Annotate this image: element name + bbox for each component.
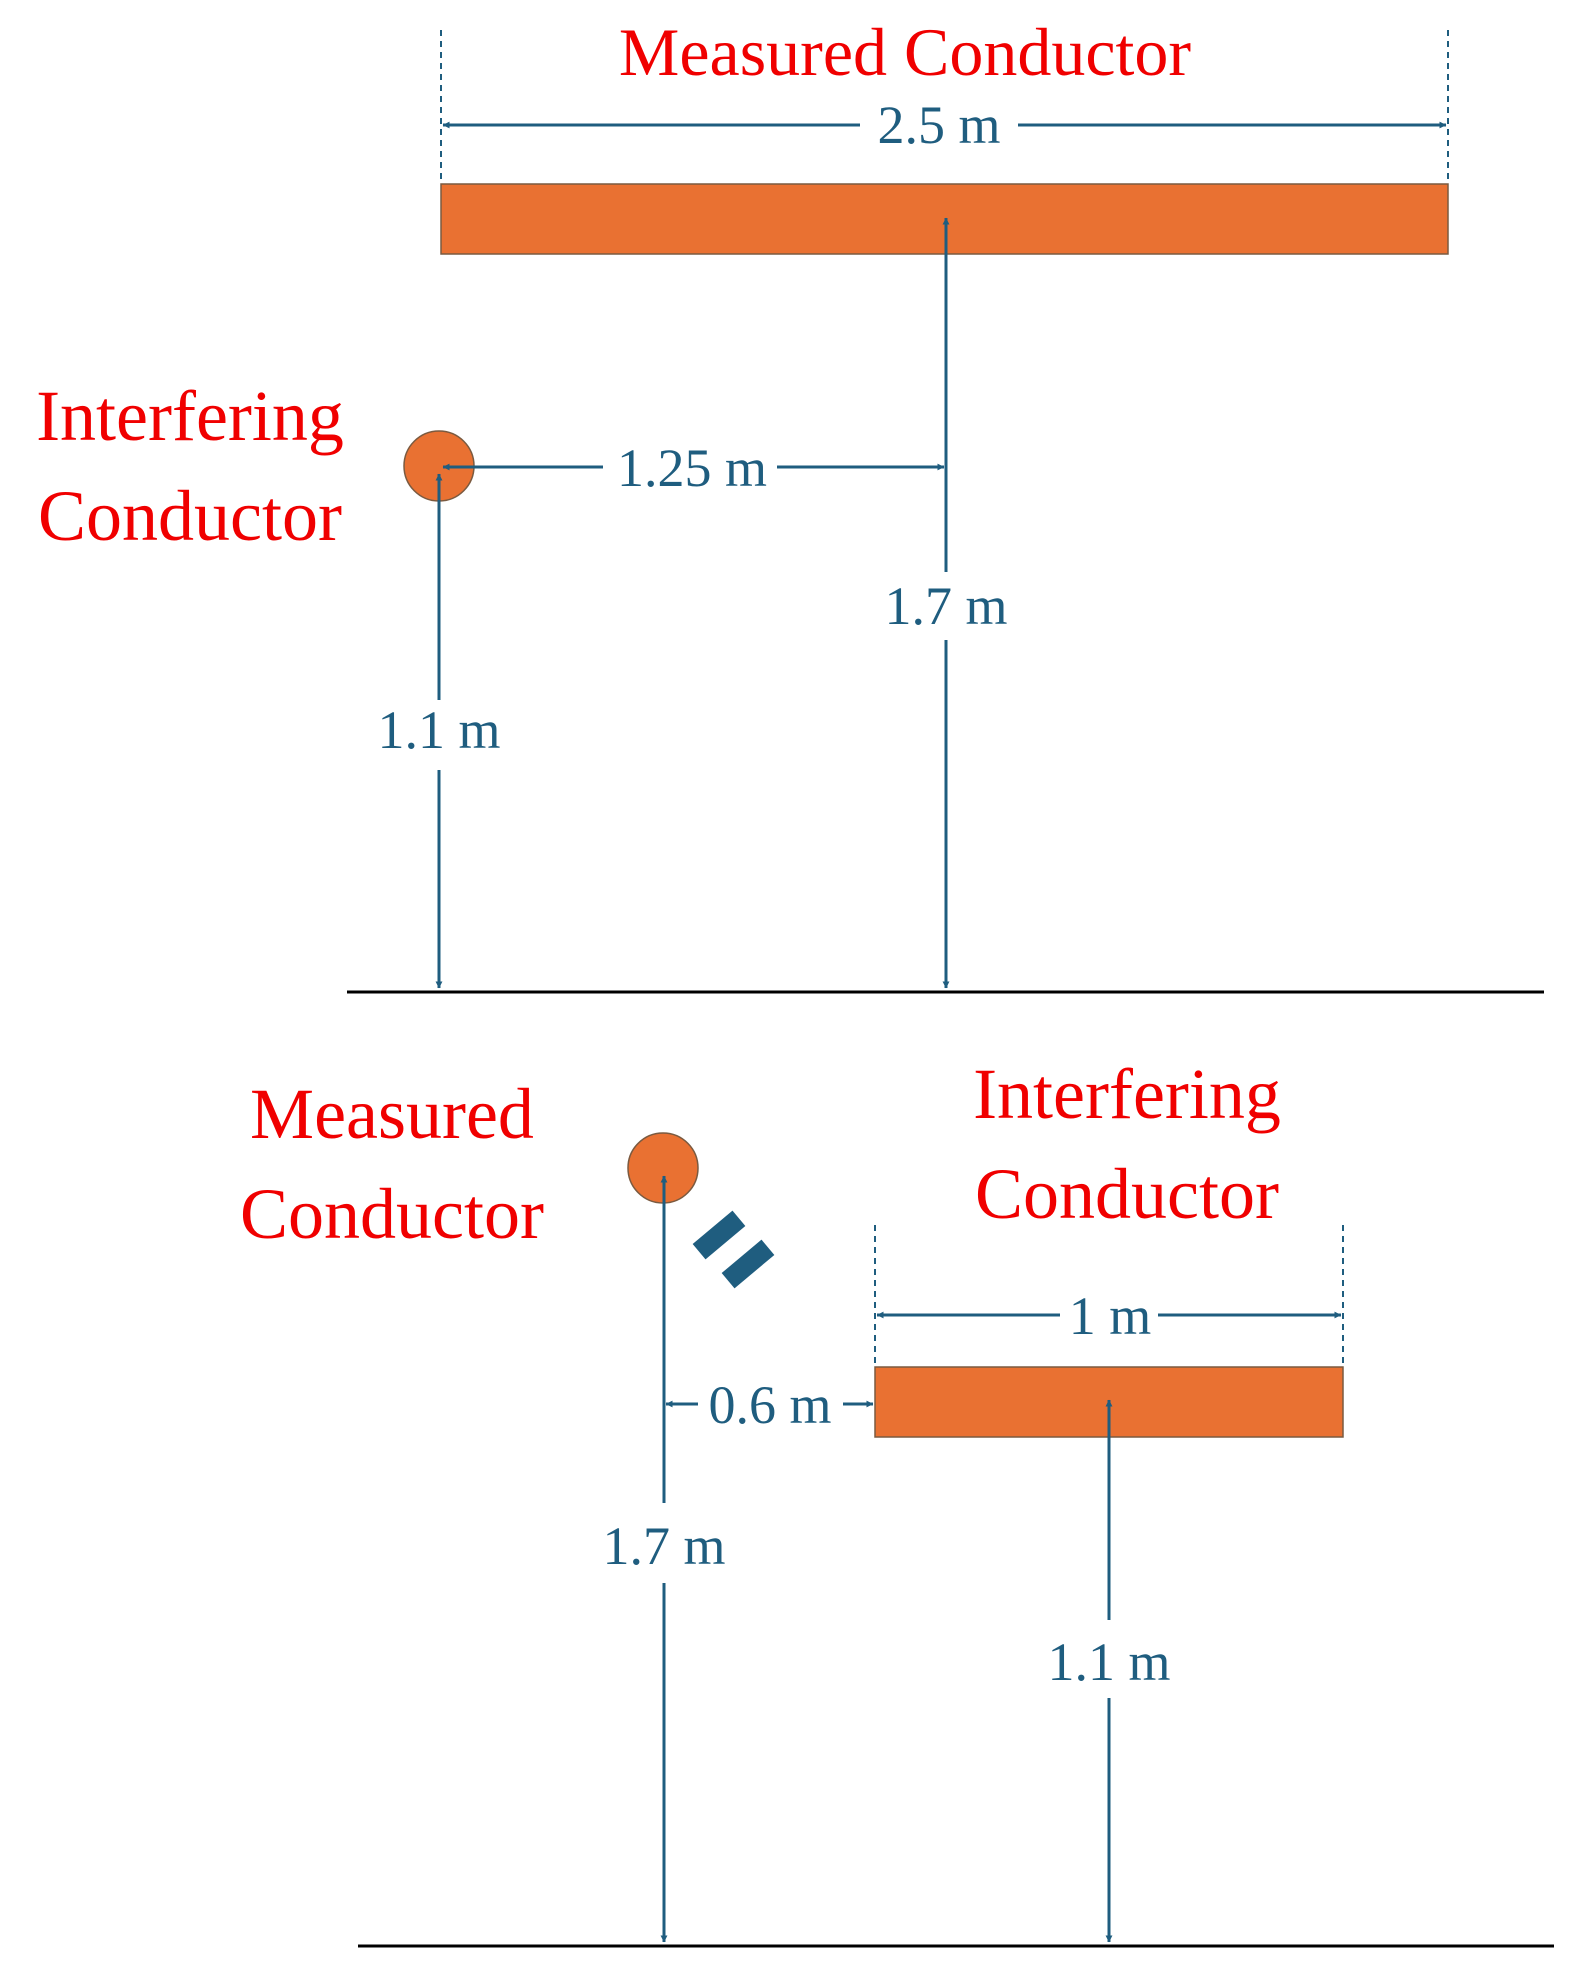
top-interfering-conductor-label-line1: Interfering xyxy=(36,376,344,456)
bottom-horizontal-dimension-label: 0.6 m xyxy=(708,1375,831,1435)
top-measured-height-label: 1.7 m xyxy=(884,576,1007,636)
top-interfering-height-label: 1.1 m xyxy=(377,700,500,760)
bottom-interfering-height-label: 1.1 m xyxy=(1047,1632,1170,1692)
top-diagram: Measured Conductor 2.5 m Interfering Con… xyxy=(36,14,1544,994)
top-width-dimension-label: 2.5 m xyxy=(877,95,1000,155)
bottom-measured-conductor-label-line2: Conductor xyxy=(240,1174,544,1254)
bottom-width-dimension-label: 1 m xyxy=(1069,1286,1152,1346)
bottom-measured-height-label: 1.7 m xyxy=(602,1516,725,1576)
top-measured-conductor-label: Measured Conductor xyxy=(619,14,1192,90)
bottom-interfering-conductor-label-line1: Interfering xyxy=(973,1054,1281,1134)
top-horizontal-dimension-label: 1.25 m xyxy=(617,438,767,498)
top-interfering-conductor-label-line2: Conductor xyxy=(38,476,342,556)
bottom-measured-conductor-label-line1: Measured xyxy=(250,1074,534,1154)
bottom-diagram: Measured Conductor Interfering Conductor… xyxy=(240,1054,1554,1948)
break-marks xyxy=(692,1210,775,1289)
bottom-interfering-conductor-label-line2: Conductor xyxy=(975,1154,1279,1234)
